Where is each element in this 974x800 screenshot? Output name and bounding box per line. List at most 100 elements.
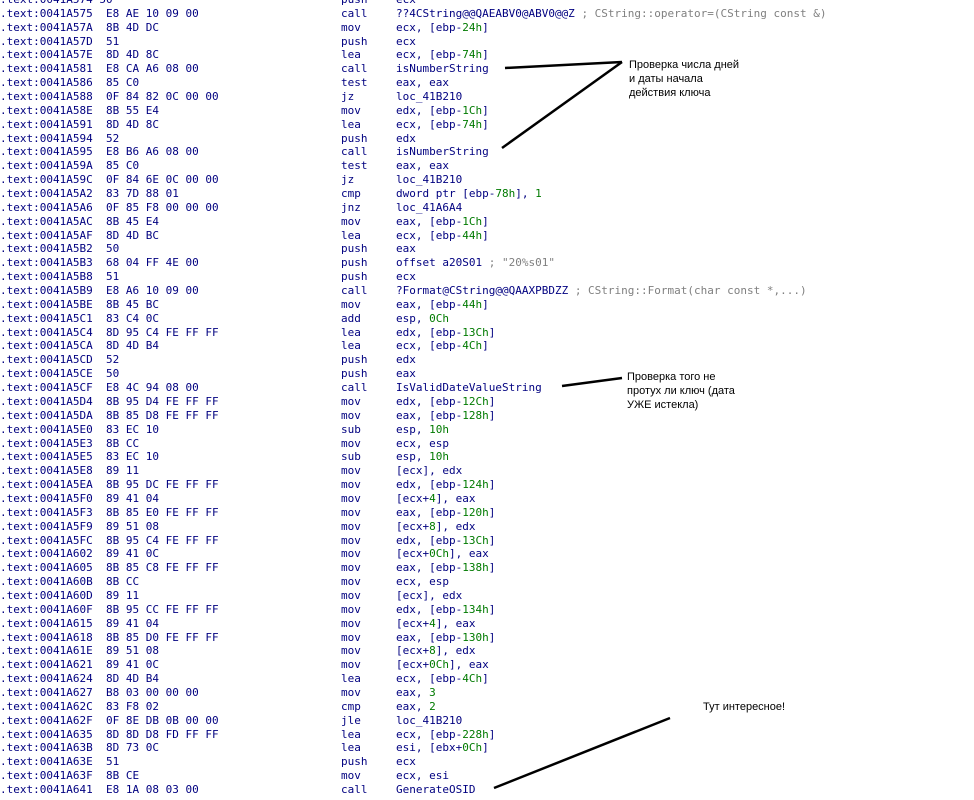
operand-number: 138h — [462, 561, 489, 575]
operand-number: 74h — [462, 117, 483, 131]
mnemonic: jle — [341, 713, 361, 727]
address-label: .text:0041A595 — [0, 145, 93, 159]
operand-text: dword ptr [ebp- — [396, 187, 496, 201]
operands: [ecx+0Ch], eax — [396, 547, 489, 561]
operands: eax, eax — [396, 76, 449, 90]
mnemonic: call — [341, 284, 368, 298]
operand-text: GenerateOSID — [396, 782, 476, 796]
operand-text: eax — [396, 242, 416, 256]
operand-text: ] — [488, 478, 496, 492]
address-label: .text:0041A5C1 — [0, 311, 93, 325]
comment: ; CString::operator=(CString const &) — [581, 6, 827, 20]
operand-number: 1Ch — [462, 103, 483, 117]
address-label: .text:0041A5DA — [0, 408, 93, 422]
operand-number: 3 — [429, 685, 436, 699]
operands: [ecx+8], edx — [396, 644, 476, 658]
address-label: .text:0041A641 — [0, 782, 93, 796]
address-label: .text:0041A5BE — [0, 297, 93, 311]
opcode-bytes: 8B 45 E4 — [106, 214, 159, 228]
mnemonic: call — [341, 782, 368, 796]
operands: ecx, [ebp-74h] — [396, 48, 489, 62]
address-label: .text:0041A57A — [0, 20, 93, 34]
operands: isNumberString — [396, 145, 489, 159]
operand-text: ] — [488, 505, 496, 519]
operand-text: ] — [482, 20, 489, 34]
mnemonic: mov — [341, 533, 361, 547]
operand-text: ??4CString@@QAEABV0@ABV0@@Z — [396, 6, 575, 20]
operands: edx — [396, 132, 416, 146]
operands: esp, 10h — [396, 423, 449, 437]
address-label: .text:0041A591 — [0, 117, 93, 131]
mnemonic: mov — [341, 769, 361, 783]
operand-text: eax, eax — [396, 76, 449, 90]
mnemonic: mov — [341, 408, 361, 422]
opcode-bytes: 8B 85 D0 FE FF FF — [106, 630, 219, 644]
address-label: .text:0041A62F — [0, 713, 93, 727]
opcode-bytes: 8B 95 D4 FE FF FF — [106, 394, 219, 408]
mnemonic: mov — [341, 394, 361, 408]
operands: edx, [ebp-124h] — [396, 478, 495, 492]
operand-text: ], edx — [435, 519, 476, 533]
operand-text: ecx — [396, 270, 416, 284]
listing-row[interactable]: .text:0041A574 50pushecx — [0, 0, 974, 7]
address-label: .text:0041A581 — [0, 62, 93, 76]
